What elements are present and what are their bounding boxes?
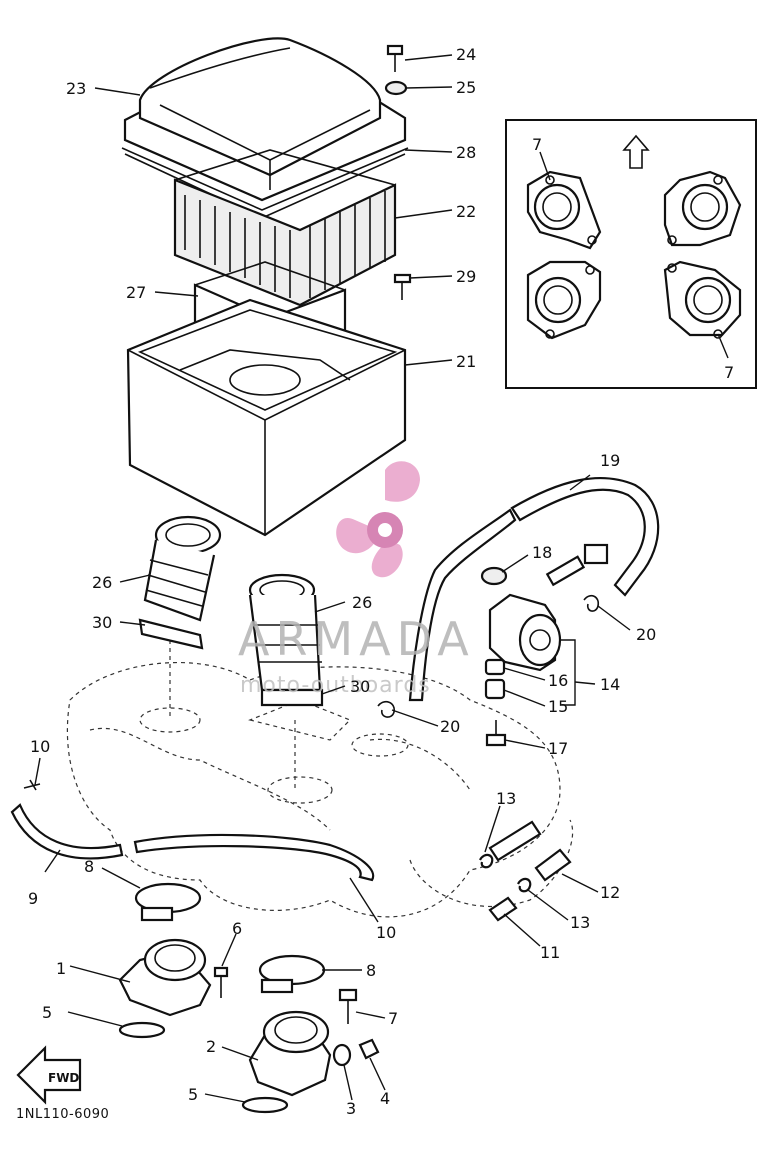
- watermark-logo: ARMADA moto-outboards: [238, 461, 475, 698]
- callout-27: 27: [126, 283, 146, 302]
- air-cleaner-cover: [123, 37, 407, 202]
- callout-8-upper: 8: [84, 857, 94, 876]
- carburetor-joint-1: [118, 938, 212, 1017]
- callout-16: 16: [548, 671, 568, 690]
- watermark-tagline: moto-outboards: [240, 673, 431, 698]
- watermark-brand: ARMADA: [238, 612, 475, 666]
- cover-bolt: [386, 44, 404, 72]
- screws-lower: [213, 966, 380, 1067]
- air-joint-left: [138, 515, 222, 650]
- callout-13-upper: 13: [496, 789, 516, 808]
- fwd-label: FWD: [48, 1071, 79, 1085]
- callout-6: 6: [232, 919, 242, 938]
- callout-28: 28: [456, 143, 476, 162]
- leader-lines: [34, 54, 729, 1103]
- air-joint-right: [248, 573, 324, 707]
- callout-10-left: 10: [30, 737, 50, 756]
- callout-26-left: 26: [92, 573, 112, 592]
- carburetor-joint-2: [248, 1010, 332, 1097]
- callout-7-inset-bottom: 7: [724, 363, 734, 382]
- drain-hose: [10, 779, 375, 882]
- callout-30-right: 30: [350, 677, 370, 696]
- callout-20-left: 20: [440, 717, 460, 736]
- callout-7-inset-top: 7: [532, 135, 542, 154]
- callout-14: 14: [600, 675, 620, 694]
- callout-22: 22: [456, 202, 476, 221]
- diagram-code: 1NL110-6090: [16, 1107, 109, 1122]
- callout-7-lower: 7: [388, 1009, 398, 1028]
- callout-21: 21: [456, 352, 476, 371]
- callout-30-left: 30: [92, 613, 112, 632]
- o-rings: [118, 1021, 289, 1114]
- valve-assembly: [488, 543, 609, 672]
- valve-cap: [480, 566, 508, 586]
- hose-band-upper: [134, 882, 202, 922]
- air-cleaner-case: [126, 298, 407, 537]
- callout-numbers: 23 24 25 28 22 27 29 21 7 7 26 30 26 30 …: [28, 45, 734, 1118]
- callout-19: 19: [600, 451, 620, 470]
- breather-hose: [408, 476, 660, 702]
- callout-20-right: 20: [636, 625, 656, 644]
- callout-10-lower: 10: [376, 923, 396, 942]
- valve-collars: [484, 658, 506, 700]
- callout-23: 23: [66, 79, 86, 98]
- vent-hoses: [479, 820, 572, 922]
- callout-4: 4: [380, 1089, 390, 1108]
- valve-bolt: [485, 720, 507, 747]
- callout-15: 15: [548, 697, 568, 716]
- callout-29: 29: [456, 267, 476, 286]
- callout-8-lower: 8: [366, 961, 376, 980]
- hose-band-lower: [258, 954, 326, 994]
- callout-13-lower: 13: [570, 913, 590, 932]
- callout-12: 12: [600, 883, 620, 902]
- air-box-screw: [393, 273, 412, 300]
- fwd-arrow: FWD: [16, 1045, 82, 1105]
- callout-5-lower: 5: [188, 1085, 198, 1104]
- callout-9: 9: [28, 889, 38, 908]
- callout-3: 3: [346, 1099, 356, 1118]
- callout-2: 2: [206, 1037, 216, 1056]
- callout-17: 17: [548, 739, 568, 758]
- inset-panel: [505, 119, 757, 389]
- callout-18: 18: [532, 543, 552, 562]
- callout-25: 25: [456, 78, 476, 97]
- callout-26-right: 26: [352, 593, 372, 612]
- callout-11: 11: [540, 943, 560, 962]
- cover-washer: [384, 80, 408, 96]
- callout-1: 1: [56, 959, 66, 978]
- callout-24: 24: [456, 45, 476, 64]
- callout-5-upper: 5: [42, 1003, 52, 1022]
